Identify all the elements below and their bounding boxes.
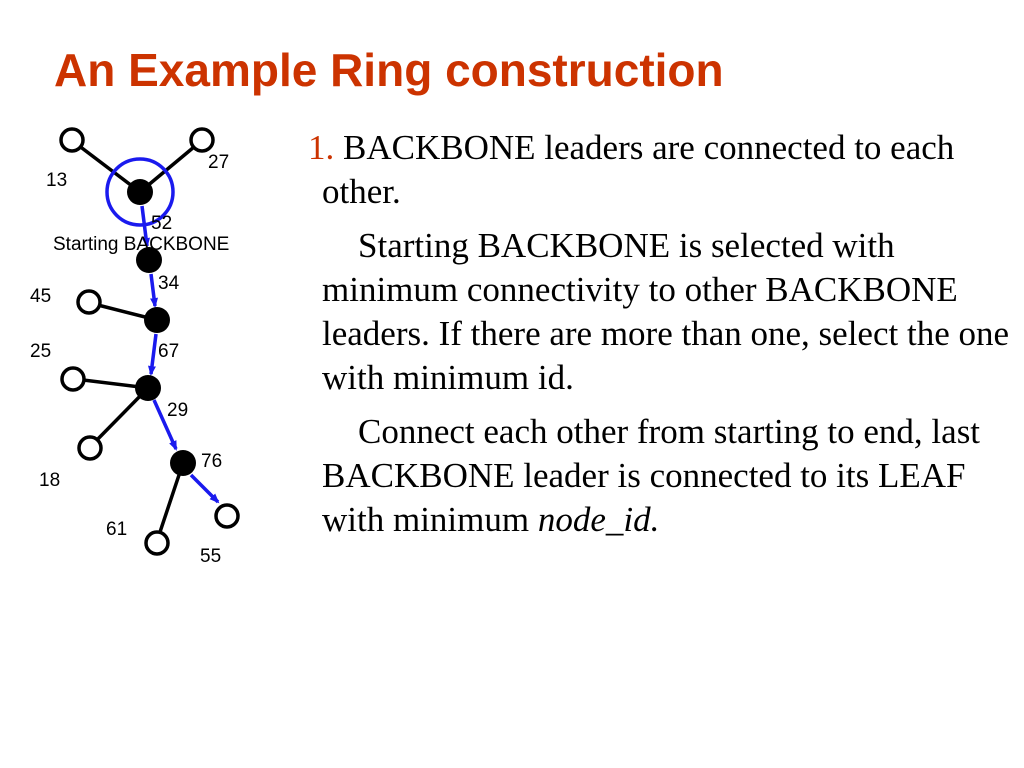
starting-backbone-highlight: [105, 157, 175, 227]
ring-edges: [140, 205, 220, 504]
paragraph-number: 1.: [308, 128, 335, 167]
node-76: [170, 450, 196, 476]
leaf-nodes: [59, 127, 240, 556]
label-45: 45: [30, 286, 51, 307]
label-34: 34: [158, 273, 180, 294]
edge-52-13: [72, 140, 142, 194]
label-76: 76: [201, 451, 222, 472]
ring-edge-29-76: [152, 399, 178, 451]
node-27: [189, 127, 215, 153]
label-67: 67: [158, 341, 179, 362]
label-55: 55: [200, 546, 221, 567]
ring-edge-34-67: [149, 273, 158, 308]
label-52: 52: [151, 213, 172, 234]
body-text: 1. BACKBONE leaders are connected to eac…: [308, 126, 1012, 552]
label-61: 61: [106, 519, 127, 540]
node-25: [60, 366, 86, 392]
slide-title: An Example Ring construction: [54, 44, 724, 96]
paragraph-2: Starting BACKBONE is selected with minim…: [322, 224, 1012, 400]
node-45: [76, 289, 102, 315]
label-27: 27: [208, 152, 229, 173]
node-67: [144, 307, 170, 333]
node-id-term: node_id.: [537, 500, 660, 539]
ring-edge-76-55: [189, 473, 220, 504]
node-34: [136, 247, 162, 273]
backbone-nodes: [127, 179, 196, 476]
label-13: 13: [46, 170, 67, 191]
node-55: [214, 503, 240, 529]
label-29: 29: [167, 400, 188, 421]
edge-52-27: [138, 140, 202, 194]
label-18: 18: [39, 470, 60, 491]
starting-backbone-label: Starting BACKBONE: [53, 234, 229, 255]
edge-76-61: [155, 462, 185, 542]
ring-edge-67-29: [148, 333, 158, 376]
node-labels: 13 27 52 34 45 67 25 29 18 76 61 55: [30, 152, 229, 567]
node-52: [127, 179, 153, 205]
node-18: [77, 435, 103, 461]
paragraph-1-text: BACKBONE leaders are connected to each o…: [322, 128, 955, 211]
paragraph-1: 1. BACKBONE leaders are connected to eac…: [308, 126, 1012, 214]
paragraph-3-text: Connect each other from starting to end,…: [322, 412, 981, 539]
node-29: [135, 375, 161, 401]
paragraph-2-text: Starting BACKBONE is selected with minim…: [322, 226, 1010, 397]
paragraph-3: Connect each other from starting to end,…: [322, 410, 1012, 542]
node-61: [144, 530, 170, 556]
label-25: 25: [30, 341, 51, 362]
node-13: [59, 127, 85, 153]
edge-29-18: [89, 386, 150, 448]
